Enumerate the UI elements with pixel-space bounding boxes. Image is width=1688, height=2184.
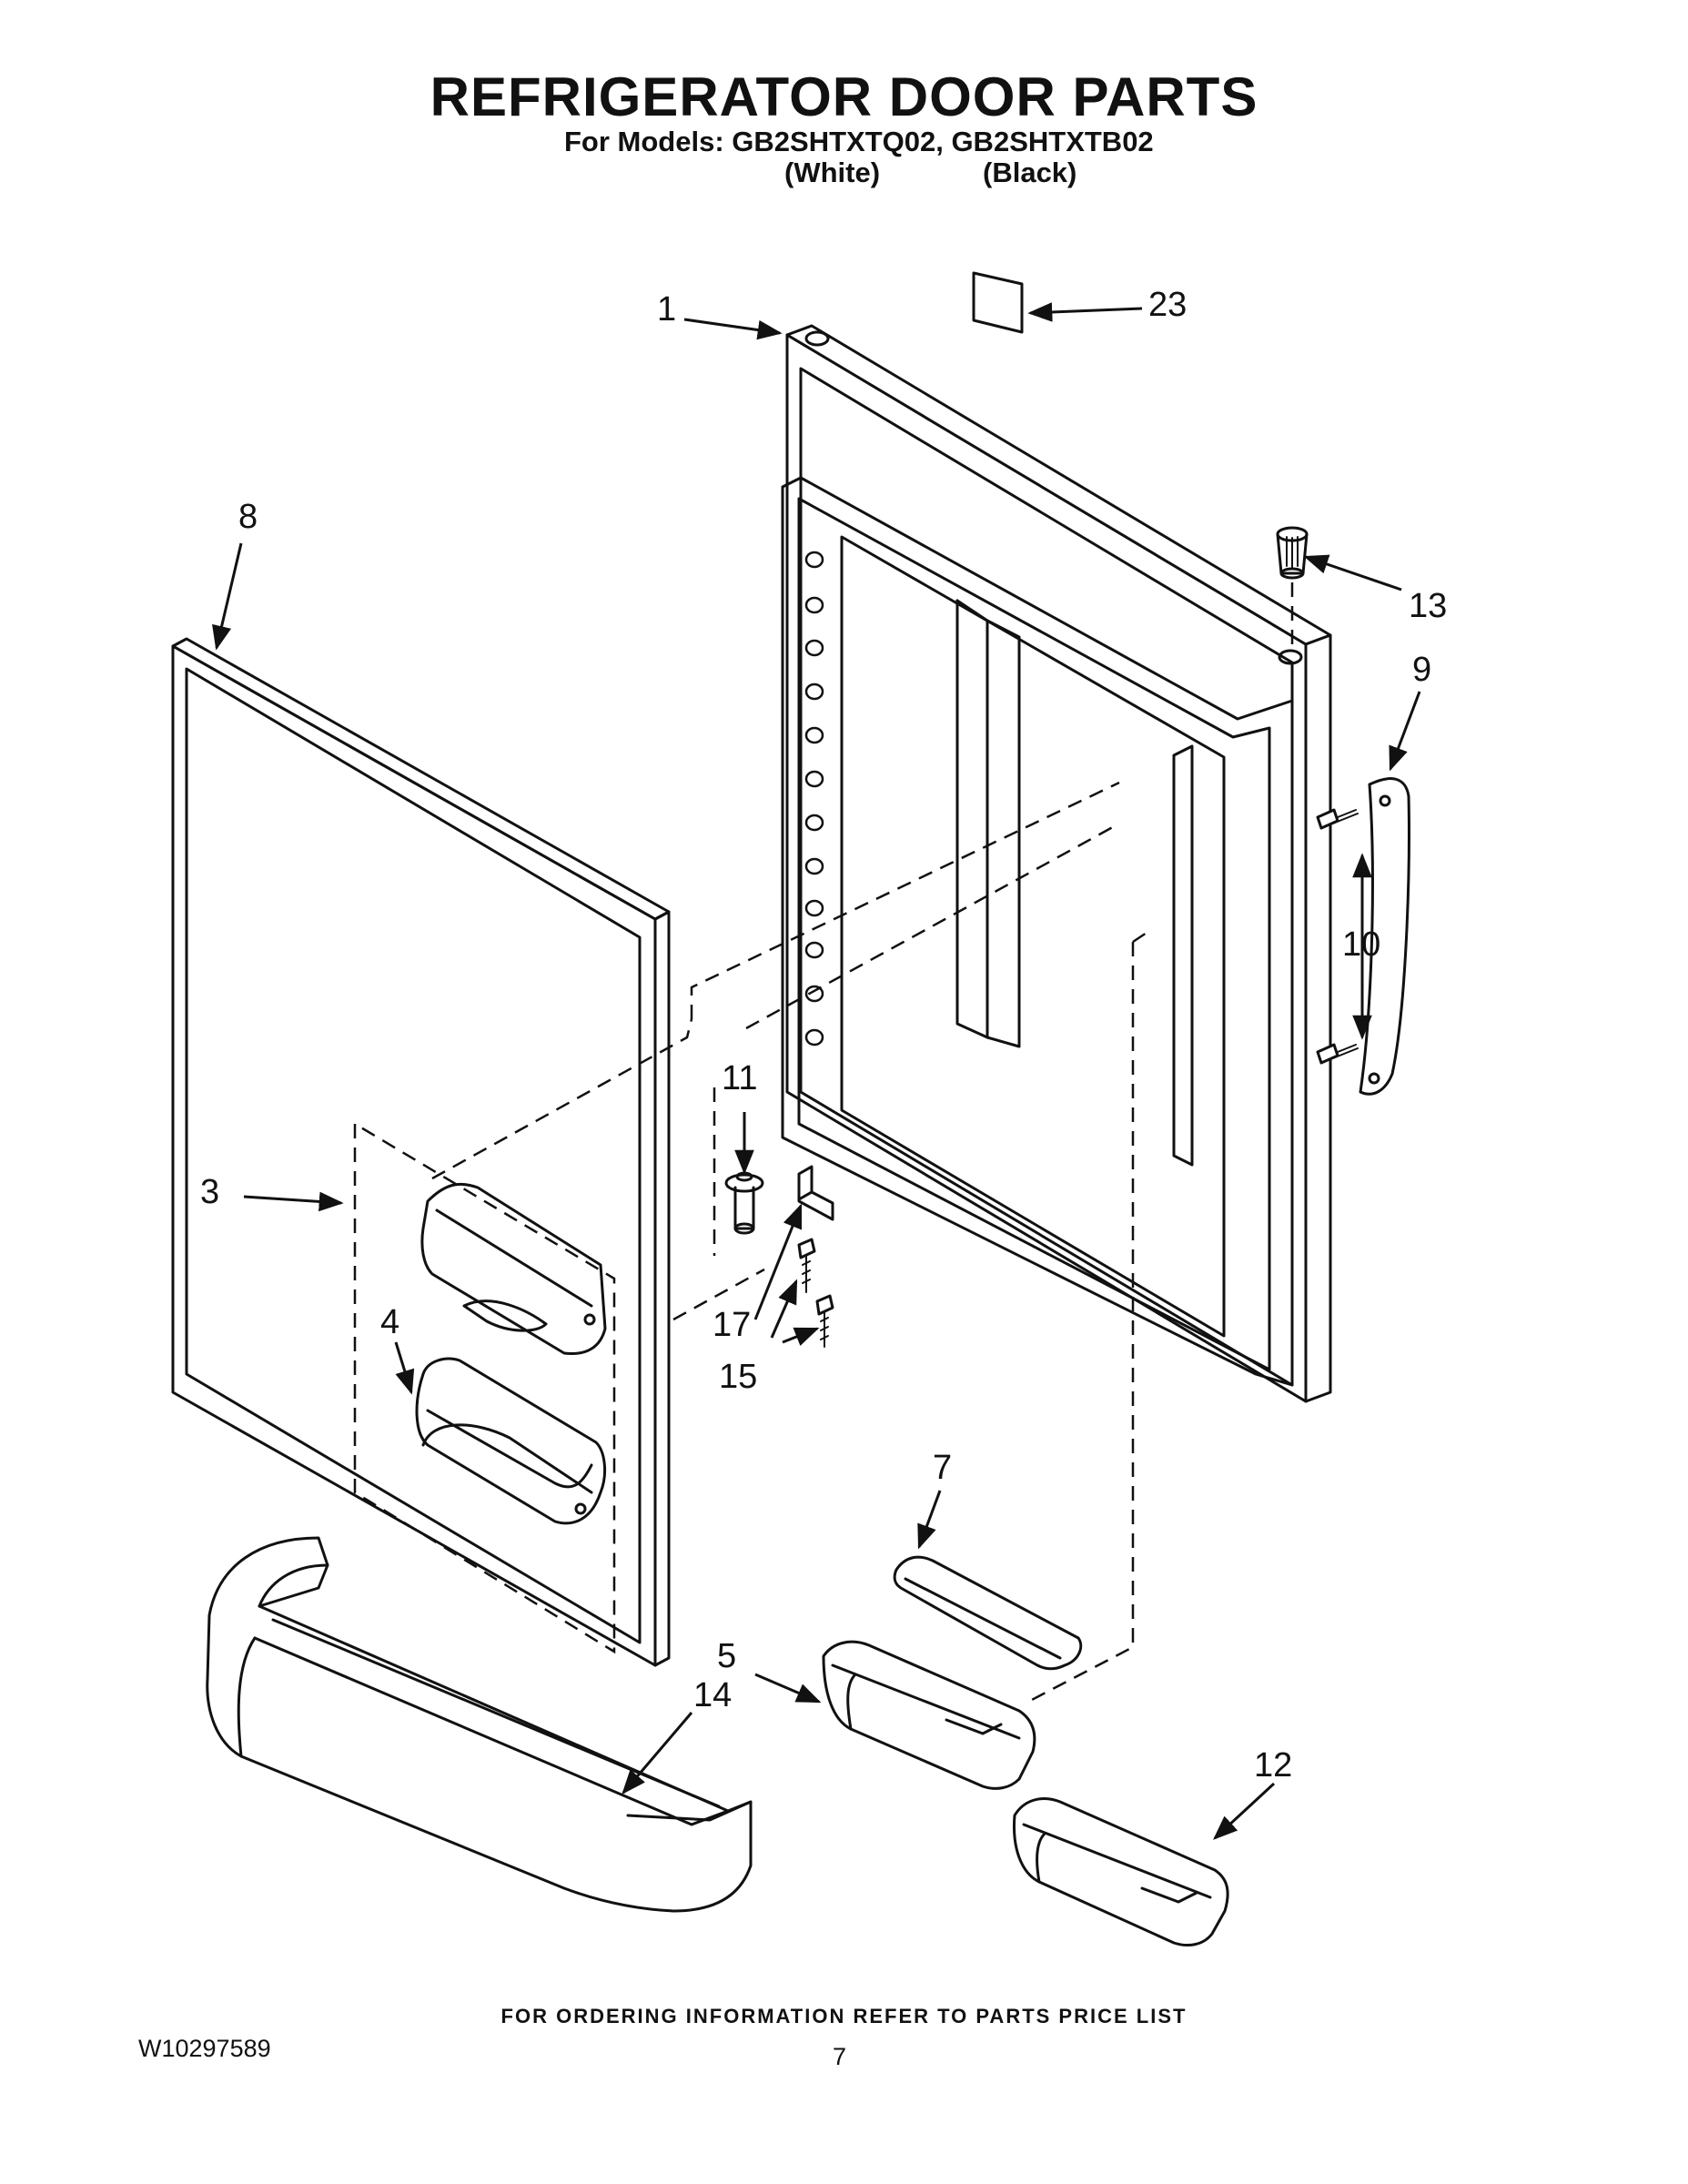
callout-1: 1 [657, 290, 676, 329]
callout-17: 17 [713, 1306, 751, 1344]
callout-13: 13 [1409, 587, 1447, 625]
callout-8: 8 [238, 498, 258, 536]
callout-15: 15 [719, 1358, 757, 1396]
callout-3: 3 [200, 1173, 219, 1211]
callout-11: 11 [722, 1059, 757, 1097]
label-sticker-part [972, 271, 1024, 334]
variant-black: (Black) [983, 157, 1077, 188]
callout-labels: 1 23 8 13 9 10 11 3 17 15 4 7 5 14 12 [200, 286, 1447, 1785]
callout-4: 4 [380, 1303, 399, 1341]
callout-7: 7 [933, 1449, 952, 1487]
page-number: 7 [833, 2043, 847, 2070]
alignment-lines [353, 582, 1294, 1704]
document-number: W10297589 [138, 2035, 271, 2062]
dairy-bin-part [415, 1357, 607, 1525]
door-stop-part [797, 1165, 834, 1221]
callout-14: 14 [693, 1676, 732, 1714]
dispenser-cover-part [420, 1182, 607, 1356]
door-plug-part [1276, 526, 1309, 580]
callout-5: 5 [717, 1637, 736, 1675]
callout-9: 9 [1412, 651, 1431, 689]
callout-12: 12 [1254, 1746, 1292, 1785]
door-liner-part [781, 324, 1332, 1403]
screws-part [797, 1238, 834, 1348]
ordering-note: FOR ORDERING INFORMATION REFER TO PARTS … [500, 2005, 1188, 2027]
model-numbers: For Models: GB2SHTXTQ02, GB2SHTXTB02 [564, 126, 1154, 157]
door-gasket-part [171, 637, 671, 1667]
bin-cover-part [893, 1555, 1083, 1671]
variant-white: (White) [784, 157, 881, 188]
leader-arrows [212, 302, 1421, 1840]
callout-10: 10 [1342, 925, 1380, 964]
small-door-bin-2-part [1012, 1797, 1229, 1946]
handle-screws-part [1316, 808, 1359, 1065]
small-door-bin-part [822, 1640, 1036, 1790]
page-title: REFRIGERATOR DOOR PARTS [430, 66, 1258, 127]
hinge-bushing-part [724, 1171, 764, 1235]
callout-23: 23 [1148, 286, 1187, 324]
